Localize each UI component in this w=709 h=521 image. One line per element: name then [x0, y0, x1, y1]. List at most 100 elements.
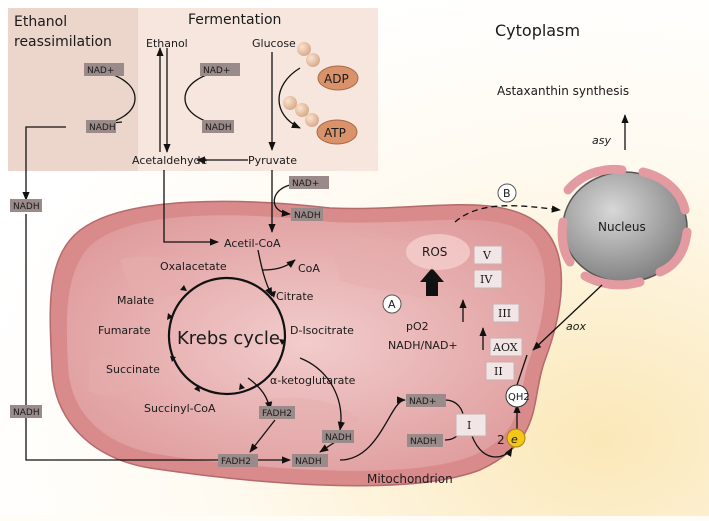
ros-increase-arrow — [420, 268, 444, 296]
malate-label: Malate — [117, 294, 154, 307]
svg-text:FADH2: FADH2 — [221, 457, 251, 467]
adp-to-atp-curve — [278, 67, 301, 129]
adp-label: ADP — [324, 72, 349, 86]
ethanol-reassimilation-panel — [8, 8, 138, 171]
complex-ii: II — [485, 361, 515, 381]
phosphate-ball — [297, 42, 311, 56]
qh2-circle — [505, 384, 529, 408]
nadh-tag-bottom: NADH — [292, 454, 328, 467]
label-a-circle — [382, 294, 402, 314]
crista — [120, 256, 200, 297]
pyruvate-label: Pyruvate — [248, 154, 297, 167]
svg-text:NADH: NADH — [89, 123, 116, 133]
svg-text:NADH: NADH — [13, 408, 40, 418]
krebs-arrowhead — [167, 313, 173, 320]
complex-iii: III — [492, 303, 520, 323]
citrate-label: Citrate — [276, 290, 314, 303]
nad-tag-fermentation: NAD+ — [200, 63, 240, 76]
nadh-transport-line-top — [22, 126, 66, 201]
electron-arrow — [469, 429, 513, 458]
nad-to-nadh-entry-curve — [273, 184, 291, 217]
ketoglutarate-to-nadh-arrow — [299, 357, 345, 431]
oxalacetate-label: Oxalacetate — [160, 260, 227, 273]
svg-text:FADH2: FADH2 — [262, 409, 292, 419]
atp-molecule — [316, 119, 358, 145]
acetaldehyde-label: Acetaldehyde — [132, 154, 207, 167]
electron-symbol: e — [511, 433, 518, 446]
nad-tag-reassimilation: NAD+ — [84, 63, 124, 76]
phosphate-ball — [283, 96, 297, 110]
ethanol-reassimilation-title-1: Ethanol — [14, 14, 67, 30]
complex-i: I — [455, 413, 487, 437]
fumarate-label: Fumarate — [98, 324, 151, 337]
coa-label: CoA — [298, 262, 320, 275]
phosphate-ball — [305, 113, 319, 127]
crista — [330, 237, 430, 300]
complex-iv: IV — [473, 269, 503, 289]
a-ketoglutarate-label: α-ketoglutarate — [270, 374, 356, 387]
svg-text:NADH: NADH — [295, 457, 322, 467]
ros-signal-dashed-arrow — [454, 205, 561, 223]
nad-tag-entry: NAD+ — [289, 176, 329, 189]
phosphate-ball — [306, 53, 320, 67]
nadh-tag-left-top: NADH — [10, 199, 42, 212]
coa-release-arrow — [261, 259, 296, 271]
electron-icon — [506, 428, 526, 448]
complex-v: V — [473, 245, 503, 265]
fadh2-tag-bottom: FADH2 — [218, 454, 258, 467]
krebs-arrowhead — [270, 291, 276, 298]
nuclear-envelope-segment — [563, 164, 627, 195]
svg-text:NAD+: NAD+ — [409, 397, 436, 407]
complex-v-label: V — [482, 249, 492, 262]
complex-iii-label: III — [498, 307, 511, 320]
svg-text:NADH: NADH — [325, 433, 352, 443]
aox-gene-label: aox — [566, 320, 586, 333]
nadh-to-complex-arrow — [339, 396, 406, 461]
ros-glow — [406, 234, 470, 270]
aox-label: AOX — [492, 341, 518, 354]
nadh-tag-entry: NADH — [291, 208, 323, 221]
complex-iv-label: IV — [480, 273, 493, 286]
krebs-arrowhead — [279, 339, 286, 345]
succinyl-coa-label: Succinyl-CoA — [144, 402, 216, 415]
nadh-tag-complex-i: NADH — [407, 434, 443, 447]
fermentation-title: Fermentation — [188, 12, 281, 28]
nadh-tag-reassimilation: NADH — [86, 120, 116, 133]
nadh-transport-line-left — [25, 214, 291, 464]
krebs-arrowhead — [180, 285, 187, 291]
ethanol-label: Ethanol — [146, 37, 188, 50]
adp-molecule — [317, 65, 359, 91]
fadh2-tag-krebs: FADH2 — [259, 406, 295, 419]
nuclear-envelope-segment — [580, 271, 645, 290]
cytoplasm-title: Cytoplasm — [495, 21, 580, 40]
krebs-cycle-label: Krebs cycle — [177, 328, 280, 349]
po2-label: pO2 — [406, 320, 429, 333]
svg-text:NAD+: NAD+ — [292, 179, 319, 189]
crista — [88, 356, 140, 397]
nadh-nad-ratio-label: NADH/NAD+ — [388, 339, 458, 352]
krebs-arrowhead — [194, 385, 200, 392]
acetyl-coa-label: Acetil-CoA — [224, 237, 281, 250]
electron-count: 2 — [497, 433, 505, 447]
svg-text:NAD+: NAD+ — [203, 66, 230, 76]
complex-i-label: I — [467, 419, 471, 432]
svg-text:NAD+: NAD+ — [87, 66, 114, 76]
phosphate-ball — [295, 103, 309, 117]
qh2-label: QH2 — [508, 392, 530, 403]
nuclear-envelope-segment — [638, 167, 690, 215]
label-a: A — [388, 298, 396, 311]
ethanol-reassimilation-title-2: reassimilation — [14, 34, 112, 50]
krebs-cycle-ring-2 — [168, 276, 226, 326]
svg-text:NADH: NADH — [205, 123, 232, 133]
fadh2-transfer-arrow — [249, 419, 276, 453]
atp-label: ATP — [324, 126, 346, 140]
acetaldehyde-to-acetylcoa-arrow — [163, 170, 219, 246]
asy-gene-label: asy — [592, 134, 611, 147]
nuclear-envelope-segment — [655, 227, 692, 277]
label-b-circle — [497, 183, 517, 203]
nadh-tag-left-bottom: NADH — [10, 405, 42, 418]
succinate-label: Succinate — [106, 363, 160, 376]
krebs-cycle-ring — [167, 276, 287, 396]
